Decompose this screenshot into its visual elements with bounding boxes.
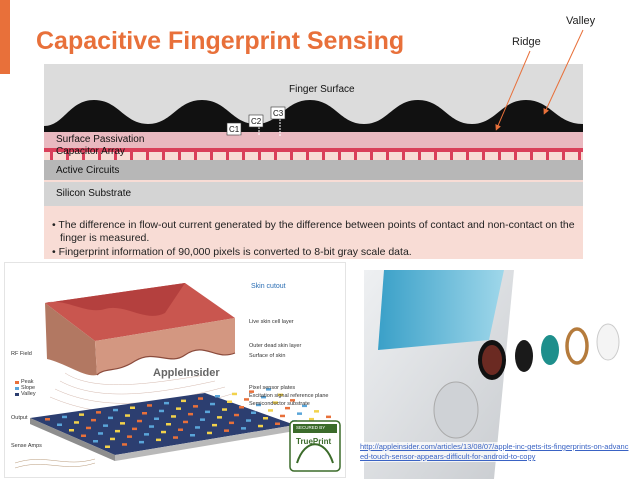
trueprint-badge-text: TruePrint: [296, 437, 332, 446]
badge-top-text: SECURED BY: [296, 425, 326, 430]
valley-arrow: [543, 29, 584, 115]
sensor-3d-diagram: Skin cutout Live skin cell layer Outer d…: [4, 262, 346, 478]
live-skin-label: Live skin cell layer: [249, 319, 294, 325]
capacitor-c2-label: C2: [251, 117, 262, 126]
source-link[interactable]: http://appleinsider.com/articles/13/08/0…: [360, 442, 630, 462]
bullet-text-1: The difference in flow-out current gener…: [58, 219, 575, 244]
output-label: Output: [11, 415, 28, 421]
layer-passivation: Surface Passivation: [56, 134, 145, 145]
pixel-sensor-plates-label: Pixel sensor plates: [249, 385, 296, 391]
accent-bar: [0, 0, 10, 74]
layer-capacitor-array: Capacitor Array: [56, 146, 125, 157]
layer-silicon-substrate: Silicon Substrate: [56, 188, 132, 199]
appleinsider-watermark: AppleInsider: [153, 367, 220, 379]
capacitive-sensing-diagram: Finger Surface C1 C2 C3 Surface Passivat…: [44, 64, 583, 259]
capacitor-c3-label: C3: [273, 109, 284, 118]
legend-valley: Valley: [21, 391, 36, 397]
capacitor-c1-label: C1: [229, 125, 240, 134]
legend-peak: Peak: [21, 379, 34, 385]
legend-slope: Slope: [21, 385, 36, 391]
ridge-label: Ridge: [512, 36, 541, 48]
layer-active-circuits: Active Circuits: [56, 165, 120, 176]
semiconductor-substrate-label: Semiconductor substrate: [249, 401, 310, 407]
sensor-3d-art: [14, 283, 341, 472]
valley-label: Valley: [566, 15, 596, 27]
excitation-plane-label: Excitation signal reference plane: [249, 393, 329, 399]
bullet-item: • Fingerprint information of 90,000 pixe…: [52, 246, 412, 258]
rf-field-label: RF Field: [11, 351, 32, 357]
layer-cross-section: [44, 64, 583, 206]
surface-of-skin-label: Surface of skin: [249, 353, 286, 359]
bullet-item: • The difference in flow-out current gen…: [52, 219, 575, 244]
ridge-arrow: [495, 50, 531, 131]
bullet-list: • The difference in flow-out current gen…: [50, 219, 580, 259]
skin-cutout-label: Skin cutout: [251, 283, 286, 290]
bullet-text-2: Fingerprint information of 90,000 pixels…: [58, 246, 412, 258]
finger-surface-label: Finger Surface: [289, 84, 355, 95]
sense-amps-label: Sense Amps: [11, 443, 42, 449]
outer-dead-skin-label: Outer dead skin layer: [249, 343, 302, 349]
slide-title: Capacitive Fingerprint Sensing: [36, 27, 405, 55]
